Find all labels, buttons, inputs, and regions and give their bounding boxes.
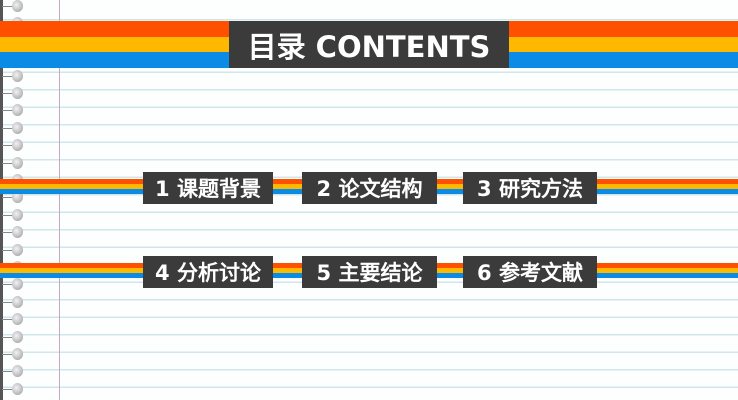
ring-icon	[2, 156, 24, 169]
contents-item-2[interactable]: 2 论文结构	[302, 172, 437, 204]
contents-item-1[interactable]: 1 课题背景	[143, 172, 273, 204]
ring-icon	[2, 0, 24, 12]
ring-icon	[2, 191, 24, 204]
ring-icon	[2, 278, 24, 291]
margin-line	[59, 0, 60, 400]
ring-icon	[2, 121, 24, 134]
notebook-spine	[0, 0, 3, 400]
ring-icon	[2, 226, 24, 239]
ring-icon	[2, 330, 24, 343]
ring-icon	[2, 139, 24, 152]
ring-icon	[2, 295, 24, 308]
ring-icon	[2, 365, 24, 378]
page-title: 目录 CONTENTS	[229, 21, 509, 68]
ring-icon	[2, 348, 24, 360]
ring-icon	[2, 382, 24, 395]
ring-icon	[2, 104, 24, 117]
ring-icon	[2, 243, 24, 256]
ring-icon	[2, 313, 24, 326]
contents-item-3[interactable]: 3 研究方法	[463, 172, 597, 204]
contents-item-4[interactable]: 4 分析讨论	[143, 256, 273, 288]
contents-item-6[interactable]: 6 参考文献	[463, 256, 597, 288]
ring-icon	[2, 87, 24, 99]
ring-icon	[2, 69, 24, 82]
ring-icon	[2, 208, 24, 221]
contents-item-5[interactable]: 5 主要结论	[302, 256, 437, 288]
